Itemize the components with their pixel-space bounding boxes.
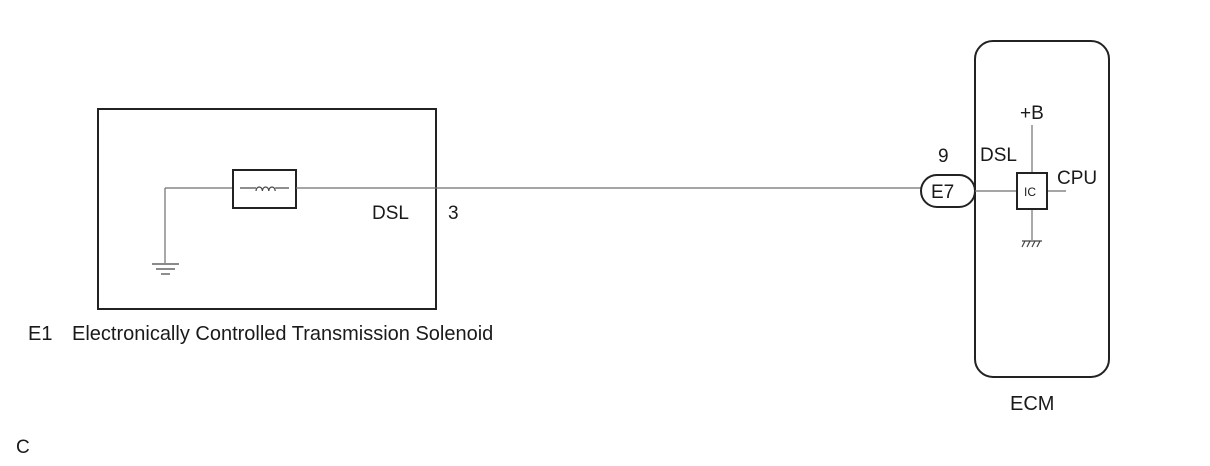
component-name: Electronically Controlled Transmission S…: [72, 323, 493, 345]
solenoid-coil-icon: [232, 169, 297, 209]
ecm-signal-label: DSL: [980, 145, 1017, 166]
solenoid-ground-icon: [152, 188, 179, 275]
ecm-connector-code: E7: [931, 182, 954, 203]
ecm-cpu-label: CPU: [1057, 168, 1097, 189]
component-code: E1: [28, 323, 52, 345]
solenoid-terminal-name: DSL: [372, 203, 409, 224]
ecm-power-label: +B: [1020, 103, 1044, 124]
ecm-ground-icon: [1021, 240, 1042, 248]
ic-block-icon: [1016, 172, 1048, 210]
ecm-label: ECM: [1010, 393, 1054, 415]
footer-code: C: [16, 437, 30, 458]
ecm-connector-pin: 9: [938, 146, 949, 167]
solenoid-terminal-pin: 3: [448, 203, 459, 224]
ic-label: IC: [1024, 185, 1036, 199]
